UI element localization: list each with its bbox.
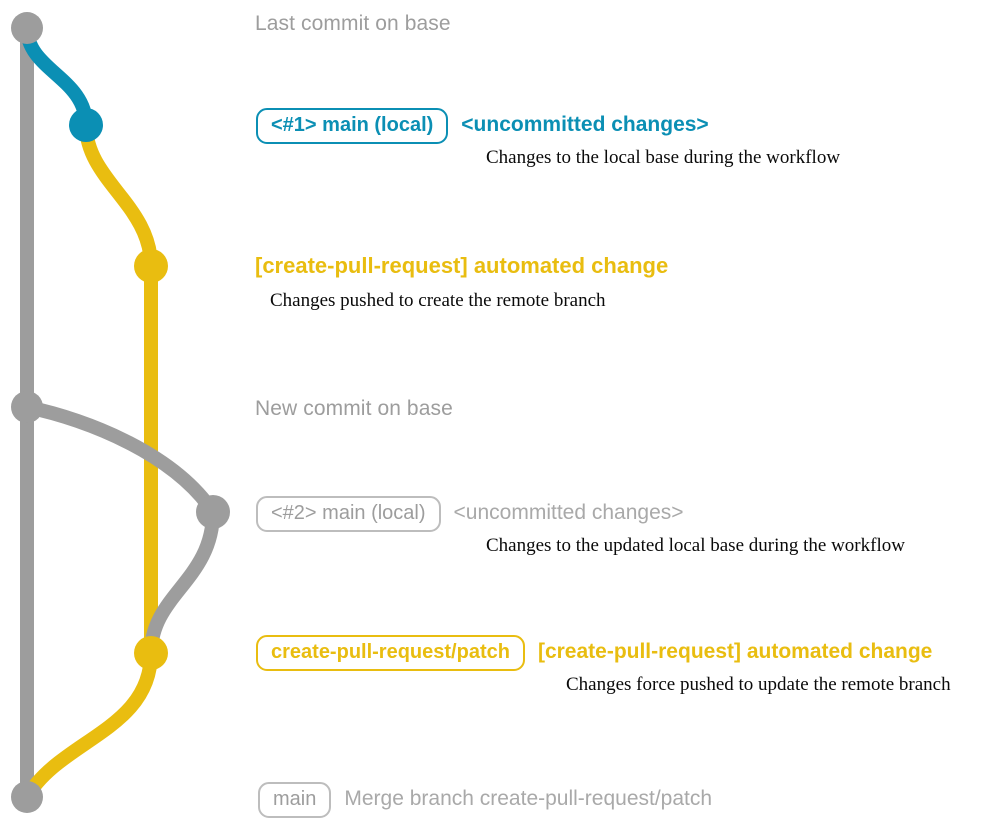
node-patch-2 — [134, 636, 168, 670]
commit-subject: [create-pull-request] automated change — [255, 253, 669, 278]
ref-pill-main-local-2[interactable]: <#2> main (local) — [256, 496, 441, 532]
commit-heading: Last commit on base — [255, 12, 451, 35]
node-base-top — [11, 12, 43, 44]
row-new-commit-on-base: New commit on base — [255, 397, 453, 421]
ref-pill-main-local-1[interactable]: <#1> main (local) — [256, 108, 449, 144]
note-pushed-create-branch: Changes pushed to create the remote bran… — [270, 290, 606, 311]
commit-heading: New commit on base — [255, 397, 453, 420]
row-local-uncommitted-2: <#2> main (local) <uncommitted changes> — [256, 496, 684, 532]
edge-local1-to-patch1 — [79, 118, 158, 273]
note-local-changes-1: Changes to the local base during the wor… — [486, 147, 841, 168]
row-automated-change-1: [create-pull-request] automated change — [255, 253, 668, 279]
node-base-merge — [11, 781, 43, 813]
ref-pill-create-pull-request-patch[interactable]: create-pull-request/patch — [256, 635, 525, 671]
row-local-uncommitted-1: <#1> main (local) <uncommitted changes> — [256, 108, 709, 144]
node-patch-1 — [134, 249, 168, 283]
commit-subject: [create-pull-request] automated change — [537, 640, 933, 663]
node-local-1 — [69, 108, 103, 142]
row-last-commit-on-base: Last commit on base — [255, 12, 451, 36]
edge-base-to-local1 — [20, 21, 93, 132]
note-local-changes-2: Changes to the updated local base during… — [486, 535, 905, 556]
edge-local2-to-patch2 — [144, 505, 220, 660]
ref-pill-main[interactable]: main — [258, 782, 332, 818]
note-force-pushed: Changes force pushed to update the remot… — [566, 674, 951, 695]
commit-subject: <uncommitted changes> — [461, 113, 709, 136]
node-base-new — [11, 391, 43, 423]
commit-subject: <uncommitted changes> — [453, 501, 684, 524]
edge-basenew-to-local2 — [20, 400, 220, 519]
node-local-2 — [196, 495, 230, 529]
row-automated-change-2: create-pull-request/patch [create-pull-r… — [256, 635, 932, 671]
commit-nodes — [11, 12, 230, 813]
edge-patch2-to-merge — [20, 646, 158, 804]
row-merge-commit: main Merge branch create-pull-request/pa… — [258, 782, 712, 818]
commit-subject: Merge branch create-pull-request/patch — [344, 787, 713, 810]
